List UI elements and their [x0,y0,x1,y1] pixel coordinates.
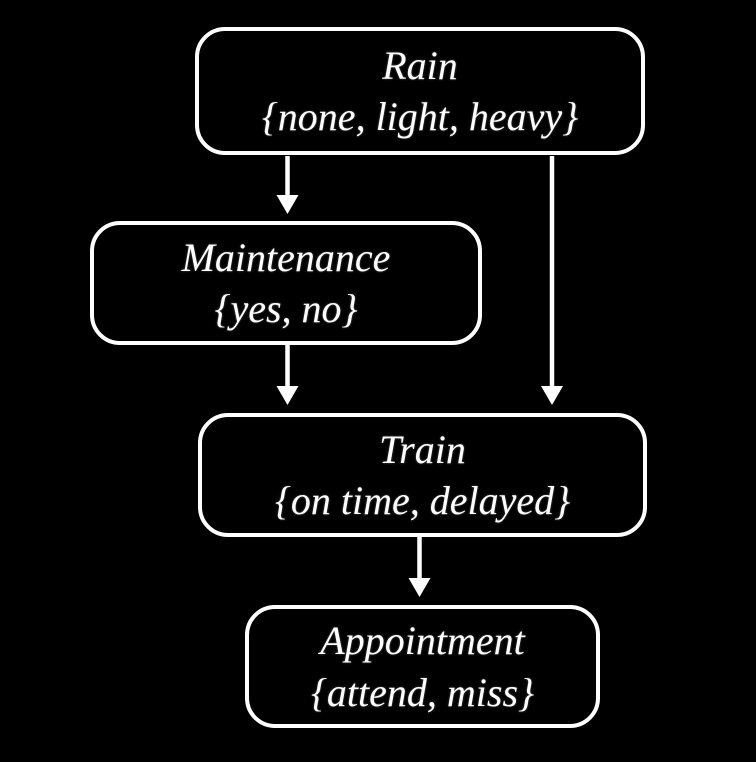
node-maintenance-label: Maintenance [181,234,391,280]
node-appointment: Appointment {attend, miss} [245,605,600,728]
node-train-domain: {on time, delayed} [274,478,571,523]
edge-train-to-appointment [408,537,431,597]
node-appointment-label: Appointment [320,618,525,664]
node-train-label: Train [379,426,466,472]
node-train: Train {on time, delayed} [198,413,647,537]
node-appointment-domain: {attend, miss} [310,669,535,715]
node-maintenance-domain: {yes, no} [214,286,358,331]
edge-maintenance-to-train [276,345,299,405]
node-rain: Rain {none, light, heavy} [195,27,645,155]
node-maintenance: Maintenance {yes, no} [90,221,482,345]
node-rain-label: Rain [382,42,458,88]
node-rain-domain: {none, light, heavy} [261,94,579,139]
edge-rain-to-maintenance [276,156,299,214]
edge-rain-to-train [541,156,563,405]
